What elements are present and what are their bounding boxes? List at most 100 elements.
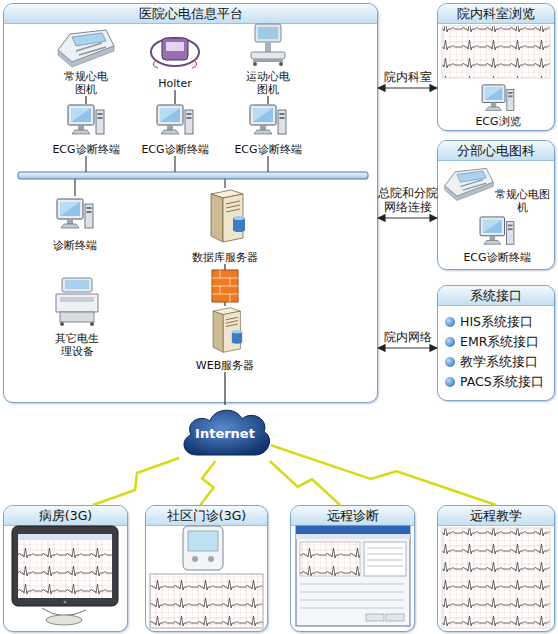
holter-illustration — [151, 38, 199, 66]
firewall — [212, 270, 238, 302]
node-label: Holter — [145, 77, 205, 90]
ecg-strip — [442, 528, 550, 628]
wireless-link — [270, 461, 340, 505]
panel-heading: 院内科室浏览 — [438, 4, 554, 24]
tablet-illustration — [42, 608, 86, 616]
handheld-illustration — [188, 531, 218, 551]
stress-ecg-illustration — [253, 62, 257, 66]
holter-illustration — [151, 38, 199, 68]
holter-illustration — [162, 38, 188, 60]
stress-ecg-illustration — [251, 24, 285, 66]
server-illustration — [211, 190, 245, 242]
terminal-illustration — [480, 217, 514, 244]
connector-line — [224, 372, 225, 405]
panel-heading: 社区门诊(3G) — [146, 506, 267, 526]
panel-heading: 分部心电图科 — [438, 141, 554, 161]
terminal-illustration — [250, 105, 286, 134]
handheld-illustration — [150, 526, 263, 628]
interface-item: 教学系统接口 — [460, 354, 538, 370]
wireless-link — [93, 458, 179, 505]
server-illustration — [213, 308, 242, 353]
software-window — [364, 542, 406, 576]
node-label: ECG诊断终端 — [135, 143, 215, 156]
holter-illustration — [153, 60, 196, 68]
internet-cloud: Internet — [179, 405, 271, 461]
ecg-machine-illustration — [58, 30, 114, 67]
connector-group — [86, 88, 496, 505]
terminal-illustration — [157, 105, 193, 134]
interface-item: HIS系统接口 — [460, 314, 533, 330]
cloud-label: Internet — [179, 426, 271, 441]
server-illustration — [211, 190, 245, 352]
software-window — [366, 614, 384, 621]
edge-label: 院内科室 — [377, 70, 439, 84]
software-window — [296, 526, 410, 626]
terminal-illustration — [482, 85, 514, 111]
device-illustration — [60, 322, 64, 326]
handheld-illustration — [192, 556, 198, 562]
interface-item: PACS系统接口 — [460, 374, 544, 390]
edge-label: 院内网络 — [377, 330, 439, 344]
firewall — [212, 270, 238, 302]
terminal-illustration — [68, 105, 104, 134]
edge-label: 总院和分院网络连接 — [377, 186, 439, 214]
software-window — [367, 548, 403, 566]
node-label: ECG诊断终端 — [228, 143, 308, 156]
firewall — [212, 270, 238, 302]
node-label: ECG诊断终端 — [46, 143, 126, 156]
ecg-machine-illustration — [445, 168, 494, 200]
device-illustration — [56, 294, 98, 312]
device-illustration — [65, 280, 89, 289]
network-bus — [18, 172, 368, 179]
terminal-illustration — [57, 85, 514, 244]
tablet-illustration — [12, 526, 118, 625]
node-label: 常规心电图机 — [490, 188, 554, 214]
device-illustration — [60, 297, 94, 302]
software-window — [296, 526, 410, 626]
handheld-illustration — [208, 556, 214, 562]
ecg-waveform — [442, 26, 550, 78]
software-window — [296, 526, 410, 534]
stress-ecg-illustration — [253, 59, 283, 62]
device-illustration — [56, 278, 98, 326]
node-label: 常规心电图机 — [61, 70, 111, 96]
software-window — [300, 542, 360, 576]
ecg-strip — [442, 528, 550, 628]
connector-line — [174, 90, 175, 104]
terminal-illustration — [57, 199, 93, 228]
panel-heading: 远程诊断 — [291, 506, 414, 526]
connector-line — [378, 347, 437, 348]
tablet-illustration — [18, 534, 112, 540]
connector-line — [378, 87, 437, 88]
node-label: 诊断终端 — [40, 239, 110, 252]
network-bus — [75, 156, 268, 196]
stress-ecg-illustration — [251, 52, 285, 59]
tablet-illustration — [64, 601, 67, 604]
tablet-illustration — [18, 534, 112, 598]
node-label: ECG浏览 — [470, 115, 526, 128]
tablet-illustration — [46, 615, 82, 625]
interface-item: EMR系统接口 — [460, 334, 539, 350]
panel-heading: 远程教学 — [438, 506, 554, 526]
device-illustration — [90, 322, 94, 326]
stress-ecg-illustration — [255, 24, 281, 42]
software-window — [300, 584, 404, 608]
node-label: 数据库服务器 — [182, 251, 268, 264]
stress-ecg-illustration — [258, 27, 278, 39]
software-window — [296, 534, 410, 539]
ecg-machine-node: 常规心电图机 — [490, 176, 554, 214]
handheld-illustration — [183, 526, 223, 570]
device-illustration — [62, 278, 92, 292]
connector-line — [267, 96, 268, 104]
handheld-illustration — [183, 526, 223, 570]
connector-line — [85, 96, 86, 104]
branch-panel: 常规心电图机 ECG诊断终端 分部心电图科 — [437, 140, 555, 270]
handheld-illustration — [150, 574, 263, 628]
node-label: 其它电生理设备 — [51, 332, 103, 358]
panel-heading: 系统接口 — [438, 286, 554, 306]
node-label: ECG诊断终端 — [455, 251, 539, 264]
device-illustration — [60, 312, 94, 322]
